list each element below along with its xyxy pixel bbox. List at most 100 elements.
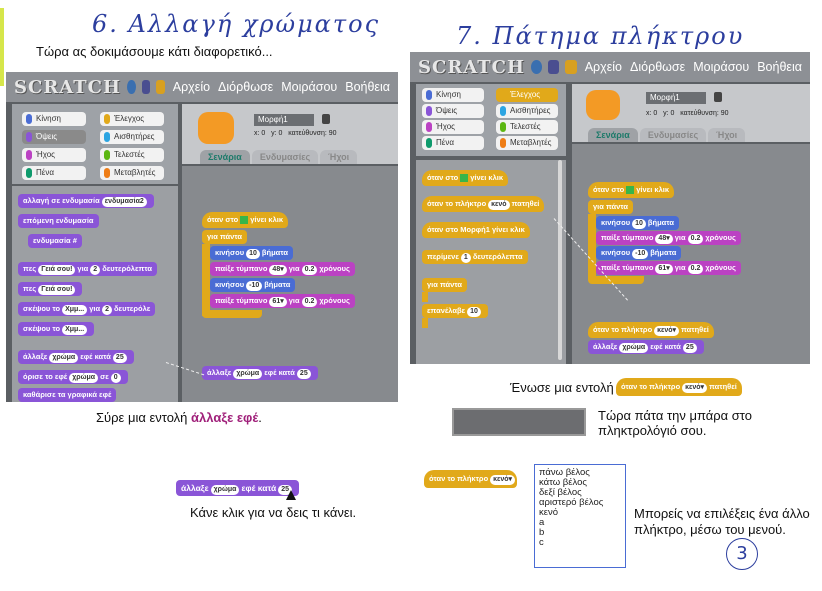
block-forever[interactable]: για πάντα [422, 278, 468, 292]
save-icon[interactable] [141, 80, 151, 94]
tab-scripts[interactable]: Σενάρια [588, 128, 638, 142]
category-operators[interactable]: Τελεστές [496, 120, 558, 134]
category-control[interactable]: Έλεγχος [496, 88, 558, 102]
category-operators[interactable]: Τελεστές [100, 148, 164, 162]
choose-caption-2: πλήκτρο, μέσω του μενού. [634, 522, 786, 537]
forever-bottom [588, 276, 644, 284]
scratch-logo-right: SCRATCH [418, 56, 525, 78]
globe-icon[interactable] [531, 60, 543, 74]
tab-costumes[interactable]: Ενδυμασίες [639, 128, 707, 142]
key-option-space[interactable]: κενό [539, 507, 559, 518]
cat-sprite-thumbnail [198, 112, 234, 144]
lock-icon[interactable] [322, 114, 330, 124]
category-sound[interactable]: Ήχος [22, 148, 86, 162]
sprite-name-field[interactable]: Μορφή1 [254, 114, 314, 126]
block-next-costume[interactable]: επόμενη ενδυμασία [18, 214, 99, 228]
tab-scripts[interactable]: Σενάρια [200, 150, 250, 164]
category-sound[interactable]: Ήχος [422, 120, 484, 134]
forever-arm [202, 244, 210, 316]
space-bar-key [452, 408, 586, 436]
category-variables[interactable]: Μεταβλητές [496, 136, 558, 150]
script-forever[interactable]: για πάντα [202, 230, 248, 244]
tab-costumes[interactable]: Ενδυμασίες [251, 150, 319, 164]
key-options-dropdown[interactable]: πάνω βέλος κάτω βέλος δεξί βέλος αριστερ… [534, 464, 626, 568]
script-forever[interactable]: για πάντα [588, 200, 634, 214]
key-option-a[interactable]: a [539, 517, 545, 528]
key-option-up-arrow[interactable]: πάνω βέλος [539, 467, 590, 478]
lock-icon[interactable] [714, 92, 722, 102]
category-variables[interactable]: Μεταβλητές [100, 166, 164, 180]
sprite-name-field[interactable]: Μορφή1 [646, 92, 706, 104]
category-control[interactable]: Έλεγχος [100, 112, 164, 126]
menu-share[interactable]: Μοιράσου [281, 80, 338, 94]
menu-share[interactable]: Μοιράσου [693, 60, 750, 74]
menu-file[interactable]: Αρχείο [172, 80, 211, 94]
category-motion[interactable]: Κίνηση [422, 88, 484, 102]
category-pen[interactable]: Πένα [22, 166, 86, 180]
menu-file[interactable]: Αρχείο [584, 60, 623, 74]
script-tabs-right: Σενάρια Ενδυμασίες Ήχοι [588, 128, 747, 142]
key-option-down-arrow[interactable]: κάτω βέλος [539, 477, 587, 488]
key-option-right-arrow[interactable]: δεξί βέλος [539, 487, 582, 498]
menu-help[interactable]: Βοήθεια [345, 80, 391, 94]
save-icon[interactable] [548, 60, 560, 74]
share-icon[interactable] [565, 60, 577, 74]
category-pen[interactable]: Πένα [422, 136, 484, 150]
tab-sounds[interactable]: Ήχοι [320, 150, 358, 164]
globe-icon[interactable] [127, 80, 136, 94]
mouse-cursor-icon [286, 490, 296, 500]
block-when-sprite-clicked[interactable]: όταν στο Μορφή1 γίνει κλικ [422, 222, 530, 238]
block-clear-effects[interactable]: καθάρισε τα γραφικά εφέ [18, 388, 117, 402]
menu-edit[interactable]: Διόρθωσε [630, 60, 686, 74]
palette-scrollbar[interactable] [558, 160, 562, 360]
page-number: 3 [726, 538, 758, 570]
block-costume-number[interactable]: ενδυμασία # [28, 234, 82, 248]
key-option-left-arrow[interactable]: αριστερό βέλος [539, 497, 604, 508]
share-icon[interactable] [156, 80, 165, 94]
page-edge-marker [0, 8, 4, 86]
category-sensing[interactable]: Αισθητήρες [496, 104, 558, 118]
category-palette: Κίνηση Έλεγχος Όψεις Αισθητήρες Ήχος Τελ… [12, 104, 178, 184]
tab-sounds[interactable]: Ήχοι [708, 128, 746, 142]
category-looks[interactable]: Όψεις [22, 130, 86, 144]
category-looks[interactable]: Όψεις [422, 104, 484, 118]
scratch-menubar: SCRATCH Αρχείο Διόρθωσε Μοιράσου Βοήθεια [6, 72, 398, 102]
category-motion[interactable]: Κίνηση [22, 112, 86, 126]
menu-help[interactable]: Βοήθεια [757, 60, 802, 74]
key-option-b[interactable]: b [539, 527, 545, 538]
category-sensing[interactable]: Αισθητήρες [100, 130, 164, 144]
key-option-c[interactable]: c [539, 537, 544, 548]
menu-edit[interactable]: Διόρθωσε [218, 80, 274, 94]
